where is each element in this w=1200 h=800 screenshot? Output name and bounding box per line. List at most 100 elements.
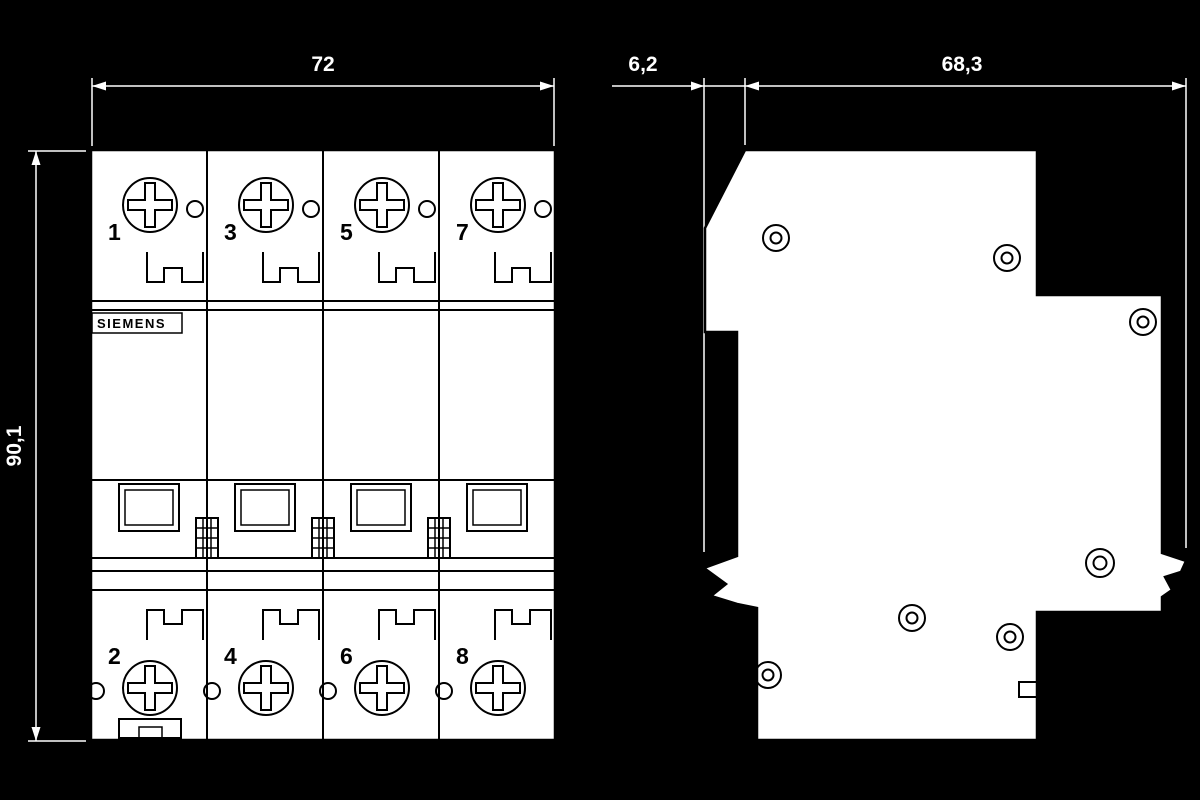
screw-circle — [354, 660, 410, 716]
screw-cross-icon — [475, 665, 521, 711]
coupler-hatch — [196, 518, 218, 558]
toggle-lever-inner — [356, 489, 406, 526]
terminal-number-top: 3 — [224, 219, 237, 245]
screw-circle — [470, 177, 526, 233]
rivet-icon — [762, 224, 790, 252]
rivet-icon — [1129, 308, 1157, 336]
toggle-lever-inner — [124, 489, 174, 526]
pilot-hole-top-icon — [418, 200, 436, 218]
coupler-hatch — [312, 518, 334, 558]
arrow-down-icon — [31, 727, 41, 741]
toggle-lever — [234, 483, 296, 532]
screw-circle — [238, 660, 294, 716]
rivet-center-icon — [1092, 555, 1108, 571]
screw-cross-icon — [243, 182, 289, 228]
terminal-bracket-top — [146, 252, 204, 283]
toggle-lever — [118, 483, 180, 532]
clip-offset-dimension-label: 6,2 — [628, 53, 657, 76]
screw-cross-icon — [127, 182, 173, 228]
brand-label: SIEMENS — [97, 316, 166, 331]
rivets — [754, 224, 1157, 689]
terminal-screw-bottom-icon — [470, 660, 526, 716]
side-body-outline — [701, 148, 1188, 742]
width-dimension-lines — [91, 78, 555, 146]
depth-dimension-label: 68,3 — [942, 53, 983, 76]
pilot-hole-bottom-icon — [87, 682, 105, 700]
side-view — [701, 148, 1188, 742]
terminal-bracket-bottom — [146, 609, 204, 640]
terminal-bracket-bottom — [494, 609, 552, 640]
arrow-left-shared-icon — [745, 81, 759, 91]
screw-cross-icon — [127, 665, 173, 711]
terminal-number-top: 5 — [340, 219, 353, 245]
upper-band-lines — [91, 300, 555, 311]
pilot-hole-top-icon — [186, 200, 204, 218]
terminal-bracket-top — [378, 252, 436, 283]
terminal-number-bottom: 4 — [224, 643, 237, 669]
screw-cross-icon — [359, 182, 405, 228]
rivet-icon — [1085, 548, 1115, 578]
screw-circle — [238, 177, 294, 233]
pole-3: 5 6 — [319, 177, 436, 716]
rivet-center-icon — [1136, 315, 1150, 329]
terminal-screw-top-icon — [238, 177, 294, 233]
pilot-hole-top-icon — [302, 200, 320, 218]
rivet-icon — [898, 604, 926, 632]
arrow-up-icon — [31, 151, 41, 165]
terminal-screw-top-icon — [354, 177, 410, 233]
arrow-left-icon — [92, 81, 106, 91]
terminal-screw-bottom-icon — [122, 660, 178, 716]
terminal-bracket-bottom — [378, 609, 436, 640]
terminal-screw-bottom-icon — [354, 660, 410, 716]
terminal-screw-bottom-icon — [238, 660, 294, 716]
arrow-right-far-icon — [1172, 81, 1186, 91]
front-view: SIEMENS 1 2 — [87, 148, 557, 742]
rivet-icon — [754, 661, 782, 689]
terminal-screw-top-icon — [122, 177, 178, 233]
rivet-icon — [993, 244, 1021, 272]
terminal-bracket-bottom — [262, 609, 320, 640]
terminal-number-top: 1 — [108, 219, 121, 245]
screw-circle — [122, 177, 178, 233]
screw-circle — [354, 177, 410, 233]
rivet-center-icon — [1003, 630, 1017, 644]
screw-cross-icon — [243, 665, 289, 711]
screw-cross-icon — [359, 665, 405, 711]
pilot-hole-bottom-icon — [203, 682, 221, 700]
toggle-lever — [466, 483, 528, 532]
pole-2: 3 4 — [203, 177, 320, 716]
rivet-center-icon — [761, 668, 775, 682]
width-dimension-label: 72 — [311, 53, 334, 76]
screw-circle — [122, 660, 178, 716]
height-dimension-label: 90,1 — [3, 425, 26, 466]
label-window-inner — [138, 726, 163, 739]
coupler-blocks — [195, 517, 451, 559]
pilot-hole-top-icon — [534, 200, 552, 218]
pilot-hole-bottom-icon — [319, 682, 337, 700]
screw-circle — [470, 660, 526, 716]
terminal-screw-top-icon — [470, 177, 526, 233]
pilot-hole-bottom-icon — [435, 682, 453, 700]
terminal-bracket-top — [494, 252, 552, 283]
rivet-center-icon — [769, 231, 783, 245]
pole-1: 1 2 — [87, 177, 204, 739]
height-dimension-lines — [28, 150, 86, 742]
brand-nameplate — [91, 312, 183, 334]
rivet-center-icon — [905, 611, 919, 625]
rivet-icon — [996, 623, 1024, 651]
toggle-lever — [350, 483, 412, 532]
toggle-lever-inner — [240, 489, 290, 526]
screw-cross-icon — [475, 182, 521, 228]
rivet-center-icon — [1000, 251, 1014, 265]
arrow-right-icon — [540, 81, 554, 91]
coupler-hatch — [428, 518, 450, 558]
terminal-number-bottom: 6 — [340, 643, 353, 669]
toggle-lever-inner — [472, 489, 522, 526]
step-notch — [1107, 287, 1125, 295]
terminal-number-bottom: 2 — [108, 643, 121, 669]
terminal-number-bottom: 8 — [456, 643, 469, 669]
terminal-bracket-top — [262, 252, 320, 283]
side-detail-block — [1018, 681, 1038, 698]
